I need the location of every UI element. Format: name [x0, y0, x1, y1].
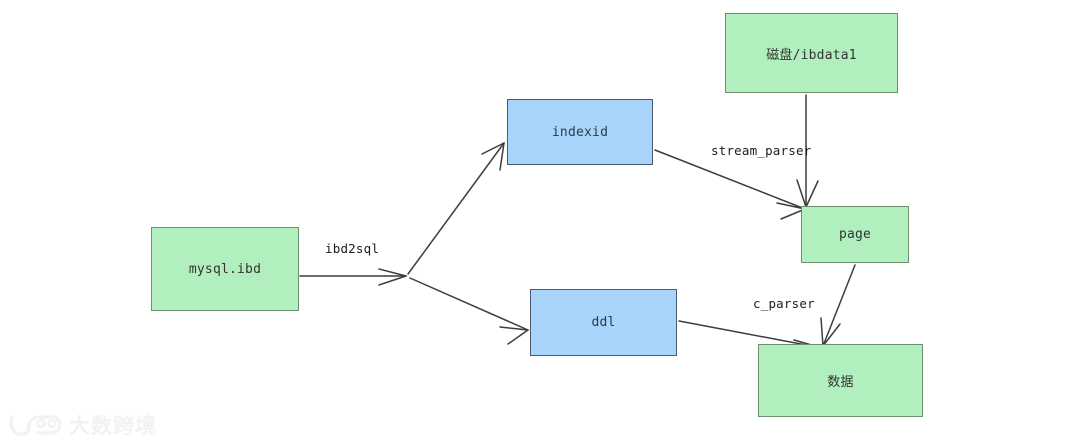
edge-junction-to-indexid	[407, 142, 505, 275]
edge-stream-parser	[654, 149, 806, 220]
dashu-kuajing-logo-icon	[9, 415, 62, 437]
node-mysql-ibd[interactable]: mysql.ibd	[151, 227, 299, 311]
node-data[interactable]: 数据	[758, 344, 923, 417]
node-label: 数据	[827, 375, 854, 390]
watermark-text: 大数跨境	[69, 414, 157, 438]
node-label: indexid	[551, 124, 609, 140]
edge-label-stream-parser: stream_parser	[711, 143, 812, 158]
node-ddl[interactable]: ddl	[530, 289, 677, 356]
edge-page-to-shuju	[820, 264, 856, 347]
edge-label-c-parser: c_parser	[753, 296, 815, 311]
node-label: 磁盘/ibdata1	[766, 47, 857, 63]
node-indexid[interactable]: indexid	[507, 99, 653, 165]
node-label: page	[838, 227, 872, 242]
node-page[interactable]: page	[801, 206, 909, 263]
watermark: 大数跨境	[8, 410, 157, 440]
edge-ibd2sql	[299, 268, 407, 286]
node-disk-ibdata1[interactable]: 磁盘/ibdata1	[725, 13, 898, 93]
node-label: mysql.ibd	[188, 261, 262, 277]
edge-junction-to-ddl	[409, 277, 529, 345]
edge-label-ibd2sql: ibd2sql	[325, 241, 380, 256]
node-label: ddl	[591, 315, 616, 330]
